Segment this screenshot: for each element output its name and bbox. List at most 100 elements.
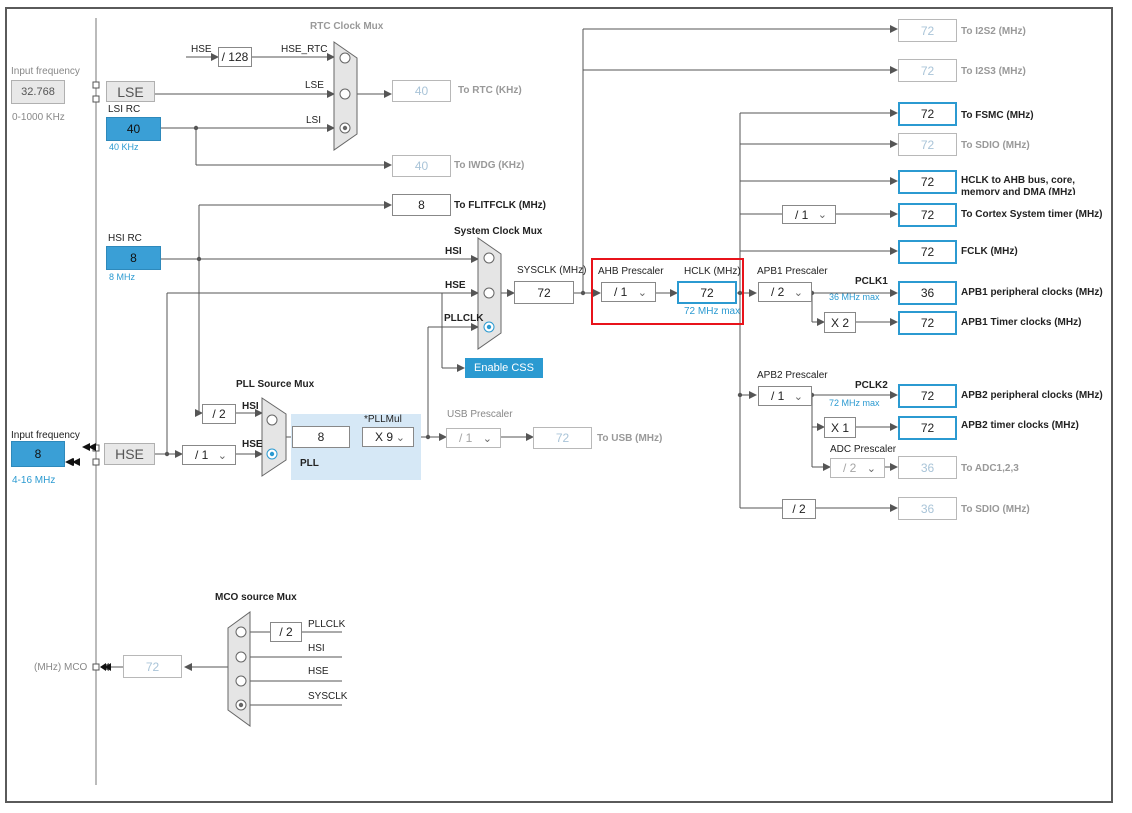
sdio-label-1: To SDIO (MHz) xyxy=(961,140,1030,151)
mco-in-pll: PLLCLK xyxy=(308,619,346,630)
sdio-out-2: 36 xyxy=(898,497,957,520)
apb1-timer-out: 72 xyxy=(898,311,957,335)
sysmux-in-hse: HSE xyxy=(445,280,466,291)
cortex-div-value: / 1 xyxy=(795,207,809,222)
chevron-down-icon: ⌄ xyxy=(482,432,492,445)
lsi-value[interactable]: 40 xyxy=(106,117,161,141)
lse-input-label: Input frequency xyxy=(11,66,80,77)
hclk-ahb-label-1: HCLK to AHB bus, core, xyxy=(961,175,1076,186)
mco-mux-title: MCO source Mux xyxy=(215,592,297,603)
rtc-hse-label: HSE xyxy=(191,44,212,55)
sysclk-value[interactable]: 72 xyxy=(514,281,574,304)
rtc-div128[interactable]: / 128 xyxy=(218,47,252,67)
mco-out: 72 xyxy=(123,655,182,678)
rtc-in-hse-rtc: HSE_RTC xyxy=(281,44,328,55)
adc-out-label: To ADC1,2,3 xyxy=(961,463,1019,474)
iwdg-label: To IWDG (KHz) xyxy=(454,160,525,171)
mco-in-hsi: HSI xyxy=(308,643,325,654)
cortex-out: 72 xyxy=(898,203,957,227)
hclk-max: 72 MHz max xyxy=(684,306,741,317)
apb2-label: APB2 Prescaler xyxy=(757,370,828,381)
fsmc-out: 72 xyxy=(898,102,957,126)
hse-prediv-select[interactable]: / 1 ⌄ xyxy=(182,445,236,465)
lse-input-field[interactable]: 32.768 xyxy=(11,80,65,104)
adc-out: 36 xyxy=(898,456,957,479)
apb1-timer-label: APB1 Timer clocks (MHz) xyxy=(961,317,1082,328)
enable-css-button[interactable]: Enable CSS xyxy=(465,358,543,378)
rtc-in-lse: LSE xyxy=(305,80,324,91)
lsi-title: LSI RC xyxy=(108,104,141,115)
cortex-div-select[interactable]: / 1 ⌄ xyxy=(782,205,836,224)
hclk-ahb-out: 72 xyxy=(898,170,957,194)
sdio-div2: / 2 xyxy=(782,499,816,519)
apb2-timer-label: APB2 timer clocks (MHz) xyxy=(961,420,1079,431)
apb1-periph-label: APB1 peripheral clocks (MHz) xyxy=(961,287,1103,298)
pll-name: PLL xyxy=(300,458,319,469)
chevron-down-icon: ⌄ xyxy=(395,431,405,444)
sysmux-in-hsi: HSI xyxy=(445,246,462,257)
pll-in-hsi: HSI xyxy=(242,401,259,412)
sysclk-label: SYSCLK (MHz) xyxy=(517,265,587,276)
pll-hsi-div2[interactable]: / 2 xyxy=(202,404,236,424)
mco-div2[interactable]: / 2 xyxy=(270,622,302,642)
sdio-label-2: To SDIO (MHz) xyxy=(961,504,1030,515)
mco-source-mux xyxy=(227,611,251,727)
chevron-down-icon: ⌄ xyxy=(866,462,876,475)
apb1-periph-out: 36 xyxy=(898,281,957,305)
chevron-down-icon: ⌄ xyxy=(793,286,803,299)
hclk-label: HCLK (MHz) xyxy=(684,266,741,277)
iwdg-out: 40 xyxy=(392,155,451,177)
hse-input-field[interactable]: 8 xyxy=(11,441,65,467)
hse-range: 4-16 MHz xyxy=(12,475,56,486)
rtc-in-lsi: LSI xyxy=(306,115,322,126)
usb-out: 72 xyxy=(533,427,592,449)
lse-range: 0-1000 KHz xyxy=(12,112,65,123)
lsi-freq: 40 KHz xyxy=(109,142,139,152)
sysmux-title: System Clock Mux xyxy=(454,226,543,237)
flitfclk-label: To FLITFCLK (MHz) xyxy=(454,200,547,211)
cortex-label: To Cortex System timer (MHz) xyxy=(961,209,1103,220)
rtc-out: 40 xyxy=(392,80,451,102)
mco-in-sysclk: SYSCLK xyxy=(308,691,348,702)
apb2-prescaler-select[interactable]: / 1⌄ xyxy=(758,386,812,406)
ahb-prescaler-select[interactable]: / 1 ⌄ xyxy=(601,282,656,302)
chevron-down-icon: ⌄ xyxy=(637,286,647,299)
usb-out-label: To USB (MHz) xyxy=(597,433,663,444)
rtc-mux-title: RTC Clock Mux xyxy=(310,21,384,32)
mco-in-hse: HSE xyxy=(308,666,329,677)
apb2-periph-label: APB2 peripheral clocks (MHz) xyxy=(961,390,1103,401)
i2s2-out: 72 xyxy=(898,19,957,42)
fsmc-label: To FSMC (MHz) xyxy=(961,110,1034,121)
i2s2-label: To I2S2 (MHz) xyxy=(961,26,1026,37)
apb1-max: 36 MHz max xyxy=(829,292,880,302)
chevron-down-icon: ⌄ xyxy=(217,449,227,462)
apb1-label: APB1 Prescaler xyxy=(757,266,828,277)
mco-label: (MHz) MCO xyxy=(34,662,88,673)
pll-mul-label: *PLLMul xyxy=(364,414,402,425)
pll-in-hse: HSE xyxy=(242,439,263,450)
i2s3-out: 72 xyxy=(898,59,957,82)
fclk-label: FCLK (MHz) xyxy=(961,246,1018,257)
apb1-prescaler-select[interactable]: / 2 ⌄ xyxy=(758,282,812,302)
pll-mux-title: PLL Source Mux xyxy=(236,379,315,390)
usb-value: / 1 xyxy=(459,431,473,445)
adc-prescaler-select[interactable]: / 2 ⌄ xyxy=(830,458,885,478)
pllmul-value: X 9 xyxy=(375,430,394,444)
apb1-value: / 2 xyxy=(771,285,785,299)
hsi-value[interactable]: 8 xyxy=(106,246,161,270)
sysmux-in-pll: PLLCLK xyxy=(444,313,484,324)
hse-div-value: / 1 xyxy=(195,448,209,462)
i2s3-label: To I2S3 (MHz) xyxy=(961,66,1026,77)
chevron-down-icon: ⌄ xyxy=(817,209,827,221)
ahb-value: / 1 xyxy=(614,285,628,299)
lse-block: LSE xyxy=(106,81,155,102)
apb1-timer-mul: X 2 xyxy=(824,312,856,333)
pclk2-label: PCLK2 xyxy=(855,380,888,391)
adc-value: / 2 xyxy=(843,461,857,475)
rtc-out-label: To RTC (KHz) xyxy=(458,85,522,96)
pllmul-select[interactable]: X 9⌄ xyxy=(362,427,414,447)
hse-input-label: Input frequency xyxy=(11,430,80,441)
usb-prescaler-select[interactable]: / 1 ⌄ xyxy=(446,428,501,448)
fclk-out: 72 xyxy=(898,240,957,264)
hclk-value[interactable]: 72 xyxy=(677,281,737,304)
